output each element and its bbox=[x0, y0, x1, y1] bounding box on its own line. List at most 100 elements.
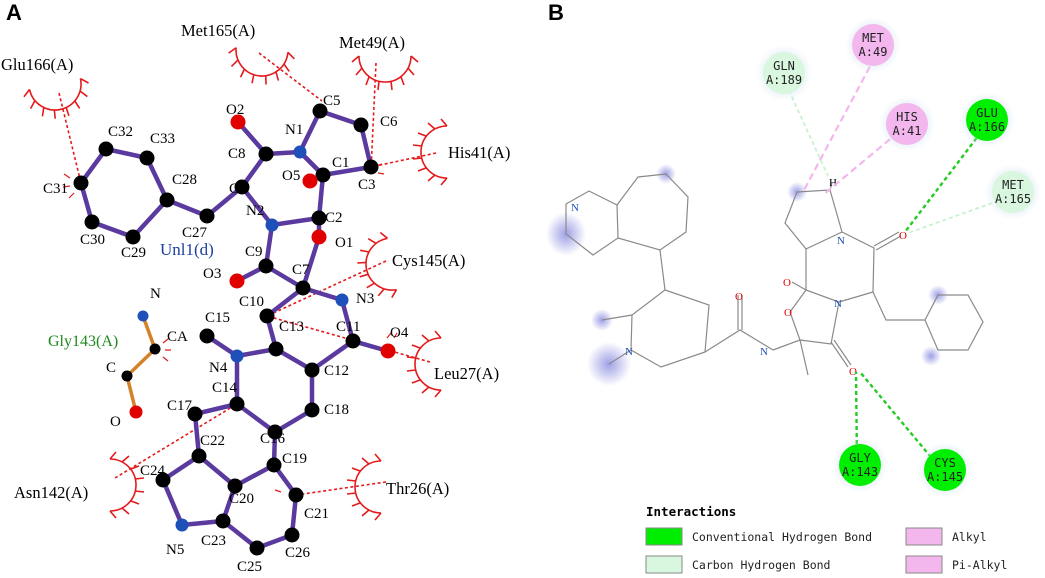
panel-a: A bbox=[1, 0, 510, 575]
label-c3: C3 bbox=[358, 177, 376, 193]
residue-b-cys145-id: A:145 bbox=[927, 470, 963, 484]
residue-label-leu27: Leu27(A) bbox=[434, 364, 499, 383]
interaction-met165 bbox=[907, 195, 1013, 234]
label-c6: C6 bbox=[380, 114, 398, 130]
residue-label-thr26: Thr26(A) bbox=[386, 479, 449, 498]
legend-title: Interactions bbox=[646, 504, 736, 519]
label-c25: C25 bbox=[237, 559, 262, 575]
residue-b-met165-id: A:165 bbox=[995, 192, 1031, 206]
atom-b-n-amide: N bbox=[760, 346, 768, 358]
atom-n1 bbox=[293, 145, 307, 159]
label-c28: C28 bbox=[172, 172, 197, 188]
residue-disc-met49: MET A:49 bbox=[845, 17, 901, 73]
residue-arc-leu27 bbox=[406, 330, 442, 398]
residue-arc-cys145 bbox=[357, 231, 398, 298]
residue-b-his41-id: A:41 bbox=[893, 124, 922, 138]
residue-arc-glu166 bbox=[23, 77, 89, 119]
bond-c7-c10 bbox=[264, 285, 306, 319]
residue-arc-asn142 bbox=[109, 451, 145, 519]
atom-o1 bbox=[311, 229, 327, 245]
atom-c1 bbox=[315, 167, 331, 183]
n-methyl bbox=[608, 349, 632, 365]
chain-c7-n3-c11-o4 bbox=[300, 285, 391, 354]
legend-item-conventional-hbond: Conventional Hydrogen Bond bbox=[645, 527, 872, 546]
ligand-2d-skeleton bbox=[565, 173, 984, 376]
label-c15: C15 bbox=[205, 310, 230, 326]
gly143-atoms bbox=[121, 310, 161, 419]
atom-c21 bbox=[288, 487, 304, 503]
atom-c23 bbox=[215, 513, 231, 529]
atom-c4 bbox=[234, 179, 250, 195]
legend-swatch-conventional bbox=[645, 527, 683, 546]
residue-b-met49-id: A:49 bbox=[859, 45, 888, 59]
hash-ca bbox=[162, 338, 171, 362]
residue-disc-gln189: GLN A:189 bbox=[756, 45, 812, 101]
atom-c2 bbox=[311, 210, 327, 226]
gly-atom-labels: N CA C O bbox=[106, 286, 188, 430]
label-c32: C32 bbox=[108, 124, 133, 140]
label-n4: N4 bbox=[209, 360, 228, 376]
atom-c10 bbox=[259, 308, 275, 324]
contact-glu166 bbox=[58, 92, 82, 184]
label-c30: C30 bbox=[80, 232, 105, 248]
ligand-atoms bbox=[73, 103, 396, 556]
atom-o3 bbox=[229, 273, 245, 289]
gly143-label: Gly143(A) bbox=[48, 333, 118, 350]
residue-label-glu166: Glu166(A) bbox=[1, 55, 73, 74]
halo-cyclohexyl-2 bbox=[921, 346, 941, 366]
label-c11: C11 bbox=[336, 319, 360, 335]
gly143-backbone bbox=[125, 314, 157, 414]
atom-contact-hashes bbox=[62, 163, 398, 493]
atom-c9 bbox=[258, 258, 274, 274]
amide-double-bond bbox=[737, 295, 743, 330]
legend-swatch-pi-alkyl bbox=[905, 555, 943, 574]
atom-b-o-amide: O bbox=[735, 291, 743, 303]
label-c7: C7 bbox=[292, 262, 310, 278]
atom-c28 bbox=[159, 192, 175, 208]
label-c19: C19 bbox=[282, 451, 307, 467]
gly-label-c: C bbox=[106, 360, 116, 376]
atom-n4 bbox=[230, 349, 244, 363]
atom-o2 bbox=[230, 114, 246, 130]
interactions-legend: Interactions Conventional Hydrogen Bond … bbox=[645, 504, 1007, 574]
label-c1: C1 bbox=[332, 155, 350, 171]
pyrrolidine-ring-b bbox=[784, 189, 843, 250]
hash-c31 bbox=[62, 173, 75, 199]
label-c26: C26 bbox=[285, 545, 311, 561]
atom-o5 bbox=[302, 173, 318, 189]
disc-gln189 bbox=[763, 52, 805, 94]
atom-c5 bbox=[312, 103, 328, 119]
legend-item-pi-alkyl: Pi-Alkyl bbox=[905, 555, 1007, 574]
residue-b-cys145-name: CYS bbox=[934, 456, 956, 470]
atom-o4 bbox=[380, 343, 396, 359]
legend-label-conventional: Conventional Hydrogen Bond bbox=[692, 530, 872, 544]
label-c9: C9 bbox=[245, 244, 263, 260]
disc-his41 bbox=[886, 103, 928, 145]
label-c24: C24 bbox=[140, 463, 166, 479]
legend-label-pi-alkyl: Pi-Alkyl bbox=[952, 558, 1007, 572]
residue-labels-a: Glu166(A) Met165(A) Met49(A) His41(A) Cy… bbox=[1, 21, 510, 502]
label-c17: C17 bbox=[167, 398, 193, 414]
atom-c29 bbox=[125, 229, 141, 245]
atom-b-o-ring: O bbox=[784, 307, 792, 319]
keto1-double-bond bbox=[873, 231, 902, 251]
residue-disc-cys145: CYS A:145 bbox=[917, 442, 973, 498]
label-c12: C12 bbox=[324, 363, 349, 379]
disc-cys145 bbox=[924, 449, 966, 491]
residue-label-met165: Met165(A) bbox=[181, 21, 255, 40]
pyrazine-ring bbox=[805, 231, 875, 303]
residue-arc-thr26 bbox=[346, 453, 382, 521]
interaction-his41 bbox=[822, 124, 908, 196]
bond-n-ca bbox=[141, 314, 157, 351]
atom-c30 bbox=[84, 214, 100, 230]
disc-met165 bbox=[992, 171, 1034, 213]
label-o5: O5 bbox=[282, 168, 300, 184]
legend-label-alkyl: Alkyl bbox=[952, 530, 987, 544]
contact-met165 bbox=[258, 52, 323, 102]
atom-n2 bbox=[265, 218, 279, 232]
label-c10: C10 bbox=[239, 294, 264, 310]
atom-c15 bbox=[199, 328, 215, 344]
residue-arc-met49 bbox=[351, 55, 419, 91]
atom-b-n-ring2: N bbox=[834, 298, 842, 310]
